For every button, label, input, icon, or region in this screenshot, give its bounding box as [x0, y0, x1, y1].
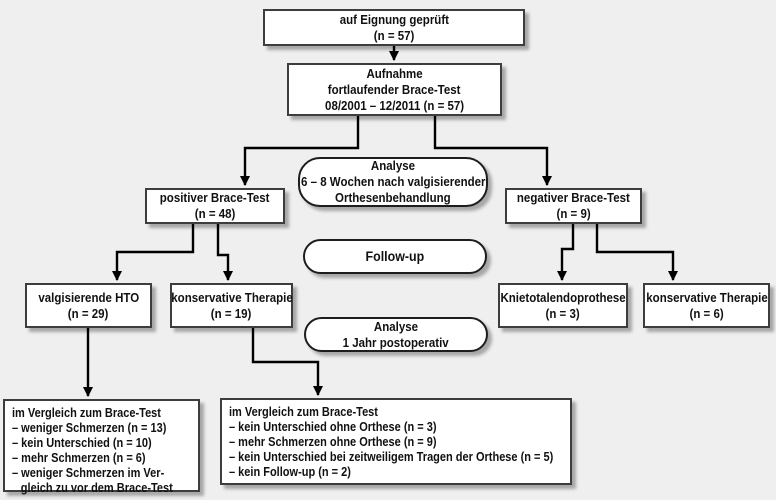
node-line: (n = 9) [556, 207, 591, 221]
node-line: Follow-up [365, 248, 425, 264]
node-line: Analyse [373, 319, 419, 334]
connector-positive-to-hto [112, 224, 195, 281]
node-line: konservative Therapie [170, 290, 293, 305]
node-intake: Aufnahme fortlaufender Brace-Test 08/200… [287, 63, 502, 116]
result-line: im Vergleich zum Brace-Test [229, 405, 378, 419]
node-line: positiver Brace-Test [160, 191, 270, 205]
node-line: (n = 48) [194, 207, 236, 221]
result-line: – mehr Schmerzen (n = 6) [12, 451, 146, 465]
connector-negative-to-conservative6 [595, 224, 678, 281]
node-line: fortlaufender Brace-Test [328, 82, 461, 97]
node-eligibility: auf Eignung geprüft (n = 57) [263, 9, 525, 46]
node-negative-brace-test: negativer Brace-Test (n = 9) [505, 188, 642, 224]
node-result-hto: im Vergleich zum Brace-Test – weniger Sc… [3, 399, 200, 495]
node-positive-brace-test: positiver Brace-Test (n = 48) [145, 188, 285, 224]
result-line: – kein Unterschied (n = 10) [12, 436, 152, 450]
node-line: negativer Brace-Test [517, 191, 630, 205]
node-line: valgisierende HTO [38, 290, 139, 305]
node-line: (n = 3) [545, 306, 581, 321]
node-line: (n = 57) [373, 28, 415, 43]
node-line: Knietotalendoprothese [500, 290, 626, 305]
node-line: (n = 19) [211, 306, 252, 321]
result-line: – mehr Schmerzen ohne Orthese (n = 9) [229, 435, 437, 449]
node-line: 6 – 8 Wochen nach valgisierender [300, 175, 486, 189]
node-line: Analyse [370, 159, 416, 173]
result-line: – kein Unterschied bei zeitweiligem Trag… [229, 450, 554, 464]
stadium-analysis-1-year: Analyse 1 Jahr postoperativ [304, 317, 488, 352]
connector-intake-to-positive [240, 116, 360, 186]
result-line: gleich zu vor dem Brace-Test [20, 481, 173, 495]
result-line: – weniger Schmerzen im Ver- [12, 466, 165, 480]
connector-negative-to-arthroplasty [557, 224, 575, 281]
node-knee-arthroplasty: Knietotalendoprothese (n = 3) [498, 283, 628, 328]
node-line: Aufnahme [366, 66, 423, 81]
node-line: 1 Jahr postoperativ [342, 335, 450, 350]
node-line: (n = 6) [689, 306, 724, 321]
result-line: im Vergleich zum Brace-Test [12, 406, 161, 420]
node-conservative-therapy-6: konservative Therapie (n = 6) [643, 283, 770, 328]
result-line: – kein Follow-up (n = 2) [229, 465, 351, 479]
stadium-follow-up: Follow-up [303, 239, 487, 274]
node-line: (n = 29) [68, 306, 109, 321]
node-line: 08/2001 – 12/2011 (n = 57) [324, 98, 465, 113]
connector-positive-to-conservative19 [216, 224, 233, 281]
connector-conservative19-to-result [251, 328, 323, 396]
connector-intake-to-negative [433, 116, 552, 186]
stadium-analysis-6-8-weeks: Analyse 6 – 8 Wochen nach valgisierender… [298, 157, 488, 207]
result-line: – weniger Schmerzen (n = 13) [12, 421, 167, 435]
node-line: auf Eignung geprüft [339, 12, 449, 27]
node-valgus-hto: valgisierende HTO (n = 29) [25, 283, 152, 328]
node-line: konservative Therapie [645, 290, 768, 305]
node-conservative-therapy-19: konservative Therapie (n = 19) [170, 283, 293, 328]
result-line: – kein Unterschied ohne Orthese (n = 3) [229, 420, 437, 434]
node-result-conservative: im Vergleich zum Brace-Test – kein Unter… [220, 398, 572, 485]
node-line: Orthesenbehandlung [335, 191, 451, 205]
